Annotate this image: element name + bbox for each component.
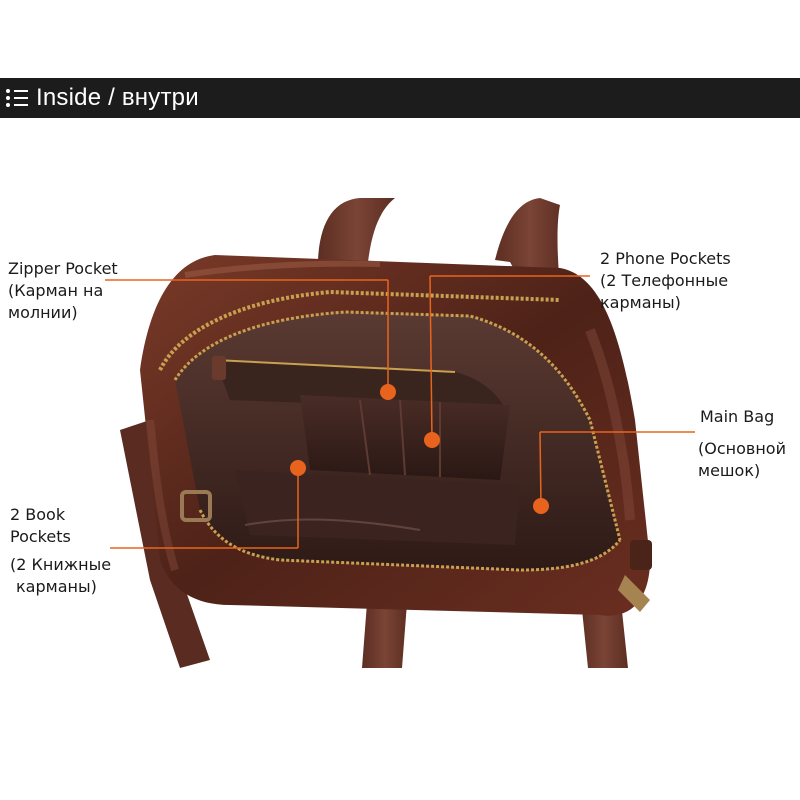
- zipper-pocket-label: Zipper Pocket (Карман на молнии): [8, 258, 118, 324]
- phone-pockets: [300, 395, 510, 480]
- top-handle-left: [318, 198, 395, 262]
- phone-pockets-label: 2 Phone Pockets (2 Телефонные карманы): [600, 248, 731, 314]
- main-bag-label-line3: мешок): [698, 461, 761, 480]
- main-bag-label: Main Bag (Основной мешок): [698, 406, 786, 482]
- phone-pockets-marker: [424, 432, 440, 448]
- main-bag-label-line2: (Основной: [698, 439, 786, 458]
- section-header: Inside / внутри: [0, 78, 800, 118]
- book-pockets-label-line1: 2 Book: [10, 505, 66, 524]
- main-bag-marker: [533, 498, 549, 514]
- book-pockets-label: 2 Book Pockets (2 Книжные карманы): [10, 504, 111, 598]
- main-bag-label-line1: Main Bag: [700, 407, 775, 426]
- zipper-pocket-label-line3: молнии): [8, 303, 78, 322]
- book-pockets-marker: [290, 460, 306, 476]
- phone-pockets-label-line1: 2 Phone Pockets: [600, 249, 731, 268]
- zipper-pocket-label-line2: (Карман на: [8, 281, 104, 300]
- book-pockets-label-line3: (2 Книжные: [10, 555, 112, 574]
- book-pockets: [235, 470, 520, 545]
- zipper-pocket-marker: [380, 384, 396, 400]
- section-title: Inside / внутри: [36, 84, 199, 111]
- book-pockets-label-line4: карманы): [16, 577, 97, 596]
- phone-pockets-label-line3: карманы): [600, 293, 681, 312]
- zipper-pocket-label-line1: Zipper Pocket: [8, 259, 118, 278]
- list-icon: [6, 88, 30, 108]
- phone-pockets-label-line2: (2 Телефонные: [600, 271, 729, 290]
- side-buckle: [180, 490, 212, 522]
- book-pockets-label-line2: Pockets: [10, 527, 71, 546]
- zipper-pocket: [215, 360, 505, 410]
- top-zipper: [158, 289, 561, 371]
